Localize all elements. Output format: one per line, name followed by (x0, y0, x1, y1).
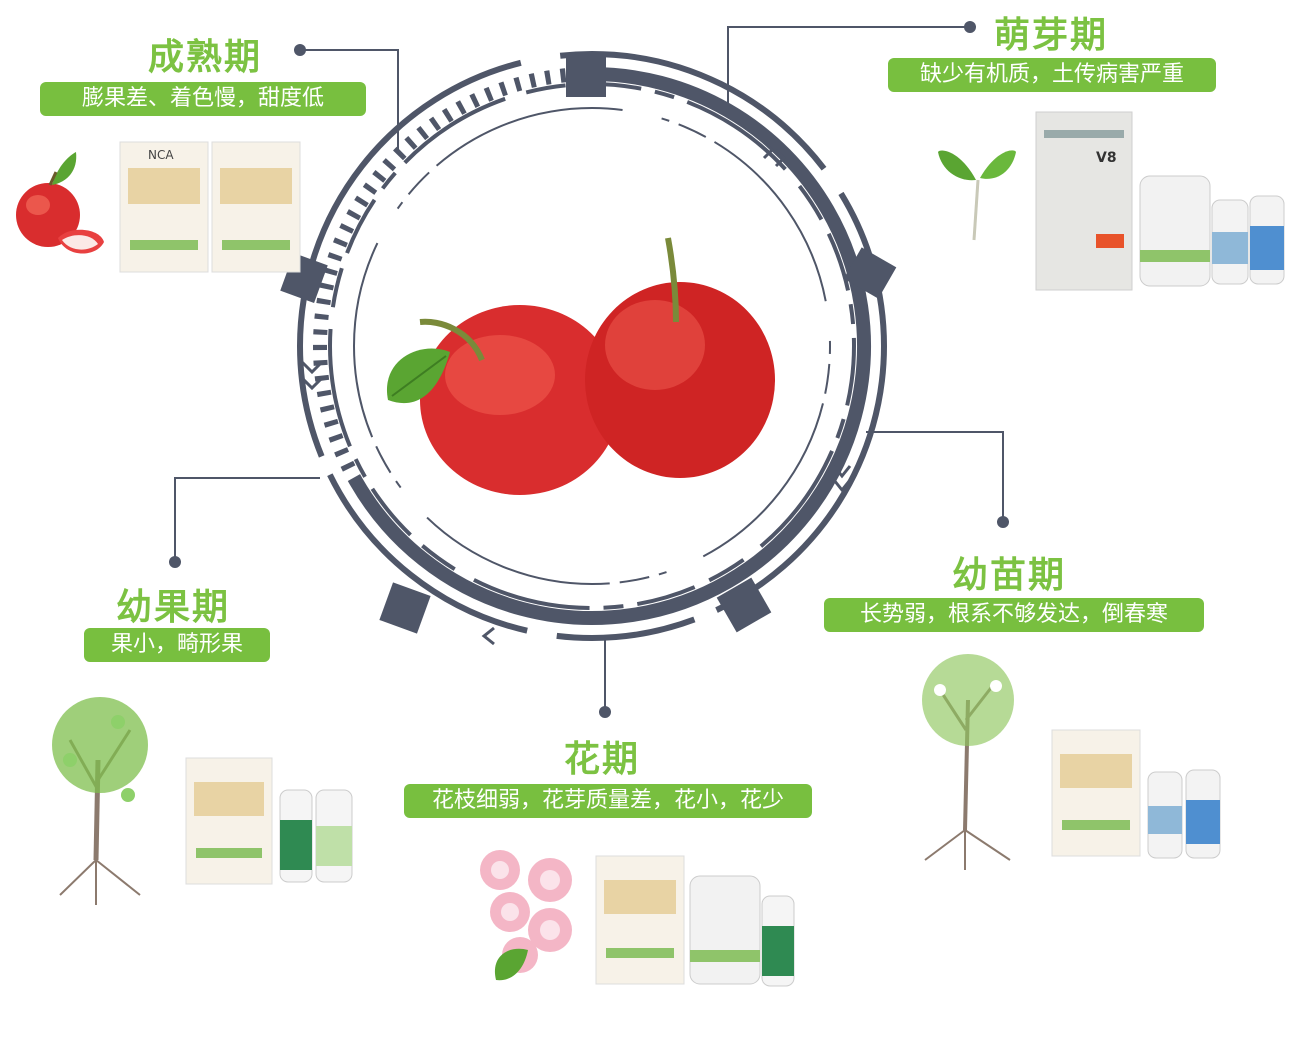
stage-desc-ripening: 膨果差、着色慢，甜度低 (40, 82, 366, 116)
connector-lines (174, 26, 1004, 712)
bag-brand-label: NCA (148, 148, 174, 162)
bag-product-label: V8 (1096, 150, 1117, 166)
inner-ring (353, 107, 831, 585)
stage-title-flowering: 花期 (564, 739, 641, 780)
stage-desc-young-fruit: 果小，畸形果 (84, 628, 270, 662)
connector-dots (169, 21, 1009, 718)
stage-title-young-fruit: 幼果期 (116, 587, 231, 628)
stage-title-sprouting: 萌芽期 (994, 15, 1109, 56)
products-seedling (1051, 729, 1221, 859)
sprout-icon (938, 150, 1016, 241)
fertilizer-bags-ripening (119, 141, 301, 273)
stage-desc-flowering: 花枝细弱，花芽质量差，花小，花少 (404, 784, 812, 818)
twin-apples-icon (386, 237, 775, 495)
stage-desc-seedling: 长势弱，根系不够发达，倒春寒 (824, 598, 1204, 632)
fruit-tree-icon (52, 697, 148, 905)
apple-icon (16, 152, 104, 254)
products-sprouting (1035, 111, 1285, 291)
outer-ring (297, 51, 887, 641)
chevron-accents (300, 140, 852, 646)
sapling-icon (922, 654, 1014, 870)
flower-icon (480, 850, 572, 981)
tick-arc (313, 67, 872, 625)
stage-title-ripening: 成熟期 (148, 37, 263, 78)
stage-title-seedling: 幼苗期 (952, 555, 1067, 596)
products-young-fruit (185, 757, 353, 885)
products-flowering (595, 855, 795, 987)
stage-desc-sprouting: 缺少有机质，土传病害严重 (888, 58, 1216, 92)
